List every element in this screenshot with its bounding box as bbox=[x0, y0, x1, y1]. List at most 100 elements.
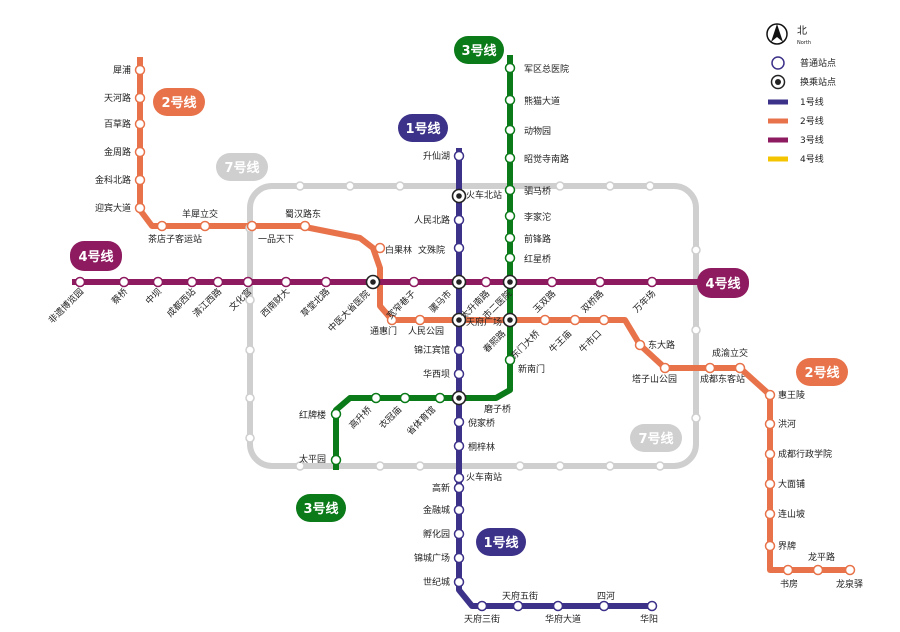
station-label: 东大路 bbox=[648, 339, 675, 351]
station bbox=[299, 220, 311, 232]
station bbox=[844, 564, 856, 576]
station-label: 人民北路 bbox=[414, 214, 450, 226]
normal-station-icon bbox=[771, 56, 785, 70]
station bbox=[134, 202, 146, 214]
station bbox=[453, 552, 465, 564]
line-7-stations bbox=[245, 181, 701, 471]
station-label: 锦江宾馆 bbox=[414, 344, 450, 356]
svg-text:1号线: 1号线 bbox=[483, 535, 518, 551]
station-label: 红牌楼 bbox=[299, 409, 326, 421]
station bbox=[598, 314, 610, 326]
station-label: 非遗博览园 bbox=[46, 286, 86, 326]
station bbox=[330, 454, 342, 466]
svg-text:7号线: 7号线 bbox=[224, 160, 259, 176]
station-label: 磨子桥 bbox=[484, 403, 511, 415]
station bbox=[480, 276, 492, 288]
station bbox=[74, 276, 86, 288]
station bbox=[646, 276, 658, 288]
station-label: 连山坡 bbox=[778, 508, 805, 520]
station-label: 玉双路 bbox=[531, 288, 559, 316]
station-label: 孵化园 bbox=[423, 528, 450, 540]
station-label: 一品天下 bbox=[258, 234, 294, 245]
station-label: 红星桥 bbox=[524, 253, 551, 265]
line-7-station bbox=[245, 295, 255, 305]
station bbox=[453, 528, 465, 540]
station-label: 双桥路 bbox=[579, 288, 607, 316]
station-label: 蜀汉路东 bbox=[285, 208, 321, 220]
line-1-badge-bottom: 1号线 bbox=[476, 528, 526, 556]
station bbox=[569, 314, 581, 326]
station-label: 迎宾大道 bbox=[95, 202, 131, 214]
svg-text:2号线: 2号线 bbox=[804, 365, 839, 381]
station bbox=[453, 576, 465, 588]
station bbox=[134, 64, 146, 76]
station-label: 中坝 bbox=[143, 286, 164, 307]
station bbox=[812, 564, 824, 576]
line-2-badge-right: 2号线 bbox=[796, 358, 848, 386]
station-label: 金科北路 bbox=[95, 174, 131, 186]
station-label: 界牌 bbox=[778, 540, 796, 552]
legend-transfer: 换乘站点 bbox=[800, 76, 836, 88]
svg-text:4号线: 4号线 bbox=[705, 276, 740, 292]
station-label: 蔡桥 bbox=[109, 286, 130, 307]
legend-line3: 3号线 bbox=[800, 134, 824, 146]
station-label: 动物园 bbox=[524, 125, 551, 137]
station-label: 天府三街 bbox=[464, 613, 500, 625]
station bbox=[246, 220, 258, 232]
line-7-station bbox=[605, 461, 615, 471]
station-label: 桐梓林 bbox=[468, 441, 495, 453]
line-7-station bbox=[295, 461, 305, 471]
station bbox=[134, 146, 146, 158]
station bbox=[782, 564, 794, 576]
station bbox=[212, 276, 224, 288]
line-7-station bbox=[691, 413, 701, 423]
station bbox=[504, 124, 516, 136]
station bbox=[764, 478, 776, 490]
line-4-badge-right: 4号线 bbox=[697, 268, 749, 298]
station bbox=[659, 362, 671, 374]
stations-layer bbox=[74, 62, 856, 612]
line-7-station bbox=[415, 461, 425, 471]
station-label: 高升桥 bbox=[347, 404, 375, 432]
station bbox=[434, 392, 446, 404]
station bbox=[453, 416, 465, 428]
station-label: 羊犀立交 bbox=[182, 208, 218, 220]
station bbox=[704, 362, 716, 374]
station bbox=[646, 600, 658, 612]
station-label: 通惠门 bbox=[370, 325, 397, 337]
station-label: 西南财大 bbox=[258, 286, 292, 320]
station-label: 龙泉驿 bbox=[836, 578, 863, 590]
station bbox=[320, 276, 332, 288]
station bbox=[504, 354, 516, 366]
station-label: 成都行政学院 bbox=[778, 448, 832, 460]
station-label: 驷马桥 bbox=[524, 185, 551, 197]
station-label: 前锋路 bbox=[524, 233, 551, 245]
legend-line2: 2号线 bbox=[800, 115, 824, 127]
station-label: 洪河 bbox=[778, 418, 796, 430]
line-7-station bbox=[691, 245, 701, 255]
line-7-badge-top: 7号线 bbox=[216, 153, 268, 181]
line-7-station bbox=[245, 393, 255, 403]
transfer-station bbox=[451, 312, 467, 328]
station-label: 新南门 bbox=[518, 363, 545, 375]
station-label: 华府大道 bbox=[545, 613, 581, 625]
svg-text:7号线: 7号线 bbox=[638, 431, 673, 447]
svg-text:3号线: 3号线 bbox=[303, 501, 338, 517]
station-label: 天府五街 bbox=[502, 590, 538, 602]
station-label: 华阳 bbox=[640, 613, 658, 625]
legend-line1: 1号线 bbox=[800, 96, 824, 108]
station bbox=[453, 150, 465, 162]
station-label: 省体育馆 bbox=[404, 404, 438, 438]
station bbox=[504, 184, 516, 196]
station bbox=[152, 276, 164, 288]
station bbox=[453, 482, 465, 494]
station-label: 太平园 bbox=[299, 453, 326, 465]
line-7-station bbox=[691, 325, 701, 335]
station-labels-layer: 犀浦天河路百草路金周路金科北路迎宾大道茶店子客运站羊犀立交一品天下蜀汉路东白果林… bbox=[46, 63, 863, 625]
compass-sublabel: North bbox=[797, 40, 811, 46]
station bbox=[134, 92, 146, 104]
station-label: 火车北站 bbox=[466, 189, 502, 201]
svg-text:2号线: 2号线 bbox=[161, 95, 196, 111]
station bbox=[594, 276, 606, 288]
station-label: 惠王陵 bbox=[778, 389, 805, 401]
